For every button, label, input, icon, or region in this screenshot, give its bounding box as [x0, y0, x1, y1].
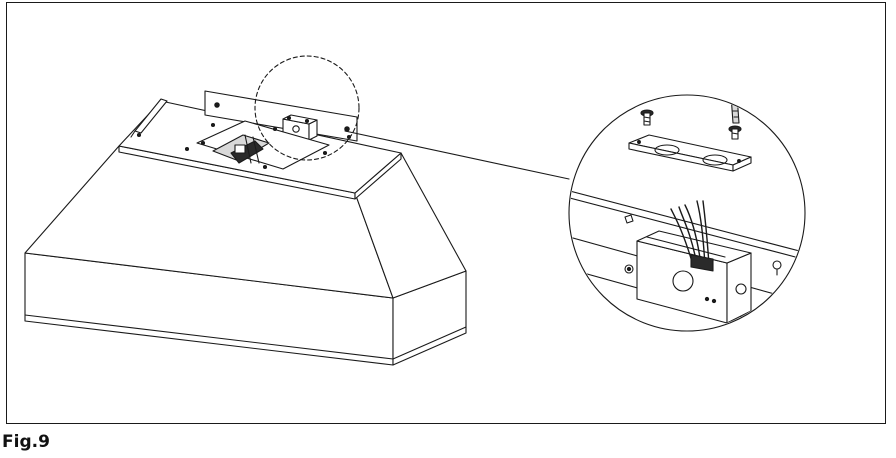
detail-plate-hole-right [703, 155, 727, 165]
detail-knockout-side [736, 284, 746, 294]
detail-knockout-front [673, 271, 693, 291]
rear-mounting-bracket [205, 91, 357, 141]
detail-screw-left [641, 110, 653, 125]
detail-screw-right [729, 126, 741, 139]
detail-leader-line [345, 131, 569, 179]
detail-callout-circle [255, 56, 359, 160]
detail-plate-hole-left [655, 145, 679, 155]
hood-bottom-edge-side [393, 327, 466, 359]
hood-rear-lip [135, 99, 167, 133]
magnified-detail-view [562, 95, 807, 335]
figure-frame [6, 2, 886, 424]
detail-screwdriver [731, 96, 739, 123]
detail-junction-box-side [727, 253, 751, 323]
bracket-keyhole-left [215, 103, 219, 107]
figure-caption: Fig.9 [2, 432, 50, 452]
range-hood [25, 56, 466, 365]
hood-bottom-edge [25, 315, 393, 359]
hood-installation-diagram [7, 3, 887, 425]
